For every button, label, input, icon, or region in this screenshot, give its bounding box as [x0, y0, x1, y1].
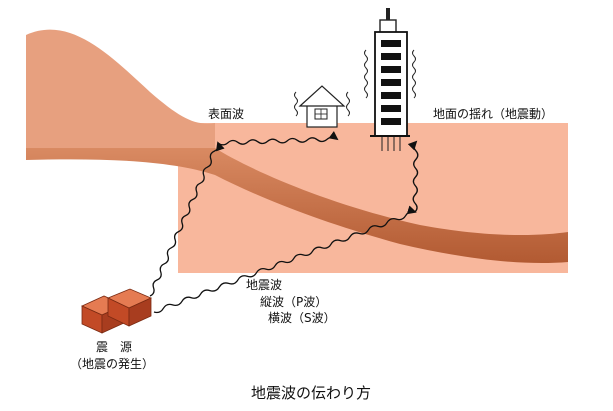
- ground: [26, 29, 568, 273]
- building-shaking-marks: [364, 49, 416, 99]
- ground-shaking-label: 地面の揺れ（地震動）: [433, 107, 553, 121]
- wave-paths: [149, 131, 419, 314]
- building-window: [381, 118, 401, 125]
- house-icon: [298, 85, 346, 128]
- s-wave-label: 横波（S波）: [268, 311, 336, 325]
- building-window: [381, 105, 401, 112]
- deep-rock-layer: [26, 148, 568, 264]
- wave-to-surface-point: [149, 141, 225, 297]
- diagram-caption: 地震波の伝わり方: [251, 384, 371, 402]
- hypocenter-note-label: （地震の発生）: [70, 357, 154, 371]
- building-window: [381, 53, 401, 60]
- hypocenter-icon: [81, 288, 152, 334]
- house-shaking-marks: [294, 91, 350, 117]
- building-window: [381, 40, 401, 47]
- p-wave-label: 縦波（P波）: [260, 295, 327, 309]
- building-window: [381, 66, 401, 73]
- seismic-wave-label: 地震波: [246, 278, 282, 292]
- mountain-layer: [26, 29, 215, 149]
- building-window: [381, 92, 401, 99]
- building-foundation-lines: [381, 137, 401, 151]
- building-windows: [381, 40, 401, 125]
- surface-wave-label: 表面波: [208, 107, 244, 121]
- hypocenter-label: 震 源: [96, 340, 132, 354]
- wave-to-building: [407, 140, 419, 213]
- building-icon: [370, 8, 410, 151]
- building-window: [381, 79, 401, 86]
- surface-wave-path: [217, 131, 339, 146]
- wave-to-deep-point: [153, 205, 417, 314]
